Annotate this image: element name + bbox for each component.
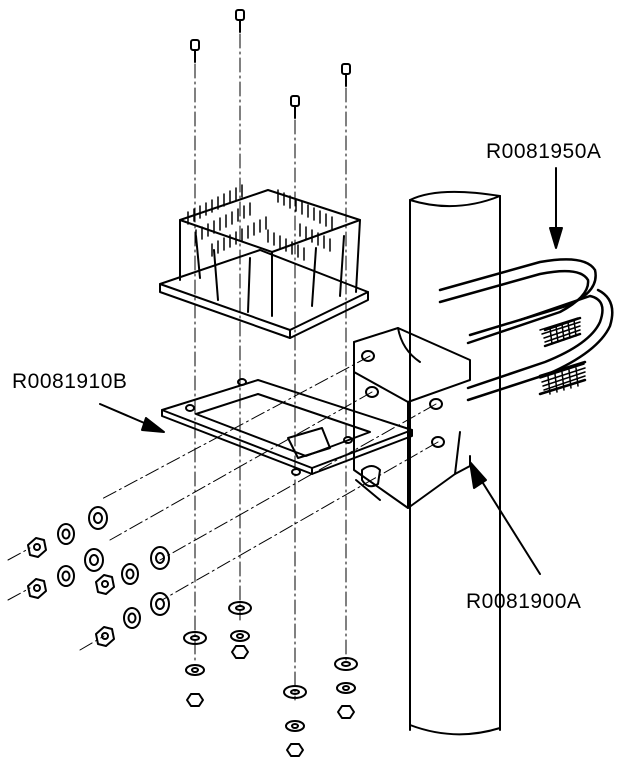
u-bolt-upper-thread <box>539 317 581 345</box>
mounting-plate <box>161 378 413 476</box>
u-bolt-lower <box>466 288 614 402</box>
hardware-stack-1 <box>183 631 207 707</box>
screw-2 <box>235 9 245 33</box>
heatsink-fins <box>187 184 333 261</box>
heatsink-housing <box>159 189 369 339</box>
callout-bracket-part-number: R0081900A <box>466 590 582 613</box>
callout-ubolt-part-number: R0081950A <box>486 140 602 163</box>
leader-arrow-ubolt <box>549 167 563 249</box>
callout-mount-plate-part-number: R0081910B <box>12 370 128 393</box>
screw-3 <box>290 95 300 119</box>
mounting-pole <box>409 190 501 736</box>
hardware-stack-2 <box>228 601 252 659</box>
pole-bracket <box>353 327 471 509</box>
hardware-left <box>27 506 170 647</box>
vertical-center-lines <box>194 33 347 701</box>
diagonal-center-lines <box>7 355 439 651</box>
leader-arrow-bracket <box>469 461 541 575</box>
u-bolt-lower-thread <box>539 363 586 395</box>
leader-arrow-plate <box>99 403 165 433</box>
screw-4 <box>341 63 351 87</box>
hardware-stack-3 <box>283 685 307 757</box>
hardware-stack-4 <box>334 657 358 719</box>
screw-1 <box>190 39 200 63</box>
